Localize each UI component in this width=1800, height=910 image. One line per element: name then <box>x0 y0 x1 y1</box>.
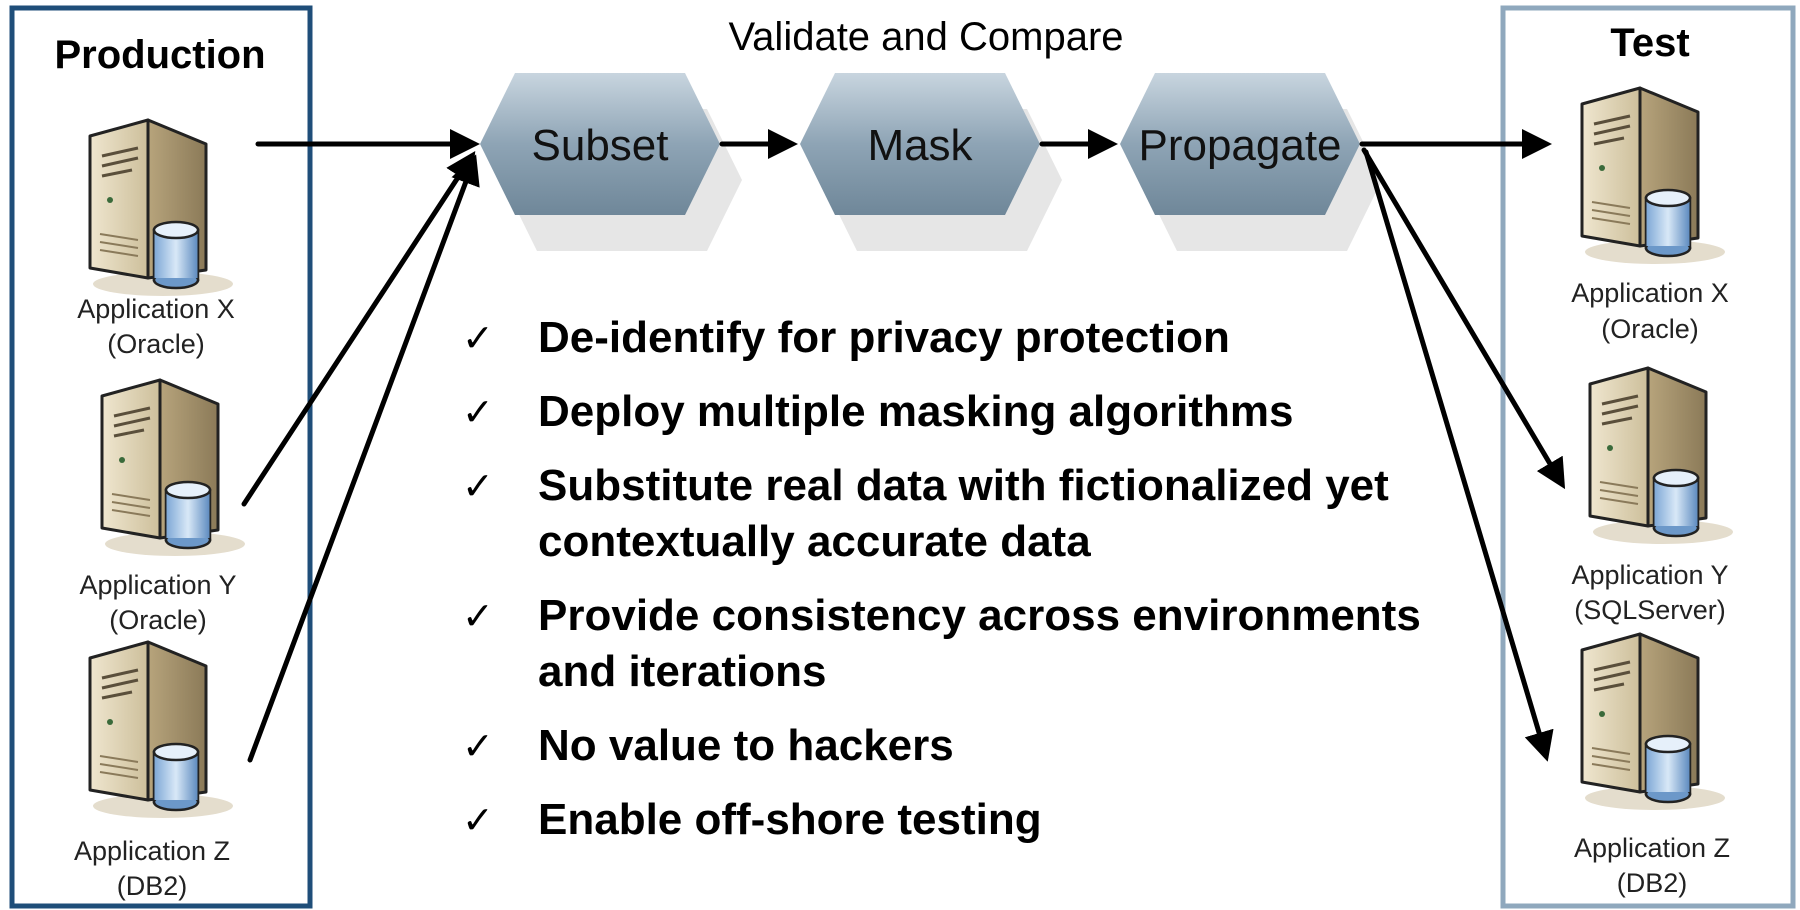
arrow-propagate-to-test-z <box>1363 149 1554 762</box>
benefit-text: Substitute real data with fictionalized … <box>538 461 1389 566</box>
check-icon: ✓ <box>462 316 494 360</box>
benefit-item: ✓ No value to hackers <box>462 718 1422 774</box>
server-db: (Oracle) <box>107 329 205 359</box>
arrow-prod-y-to-subset <box>241 150 476 507</box>
step-label: Subset <box>532 121 669 170</box>
benefit-text: No value to hackers <box>538 721 954 770</box>
benefit-text: Provide consistency across environments … <box>538 591 1421 696</box>
benefit-item: ✓ Deploy multiple masking algorithms <box>462 384 1422 440</box>
production-server-z: Application Z (DB2) <box>74 640 235 901</box>
server-db: (SQLServer) <box>1574 595 1726 625</box>
benefit-text: De-identify for privacy protection <box>538 313 1230 362</box>
step-propagate: Propagate <box>1120 73 1382 251</box>
arrow-prod-z-to-subset <box>247 154 480 763</box>
step-mask: Mask <box>800 73 1062 251</box>
benefit-item: ✓ Substitute real data with fictionalize… <box>462 458 1422 570</box>
benefit-item: ✓ De-identify for privacy protection <box>462 310 1422 366</box>
benefit-item: ✓ Provide consistency across environment… <box>462 588 1422 700</box>
server-db: (Oracle) <box>1601 314 1699 344</box>
server-icon <box>1580 632 1727 812</box>
test-title: Test <box>1610 21 1689 65</box>
test-server-x: Application X (Oracle) <box>1571 86 1729 344</box>
server-db: (DB2) <box>1617 868 1688 898</box>
test-panel <box>1500 5 1796 909</box>
server-db: (Oracle) <box>109 605 207 635</box>
server-icon <box>88 118 235 298</box>
benefit-text: Deploy multiple masking algorithms <box>538 387 1294 436</box>
server-name: Application Y <box>79 570 236 600</box>
check-icon: ✓ <box>462 594 494 638</box>
check-icon: ✓ <box>462 464 494 508</box>
arrow-propagate-to-test-y <box>1361 147 1566 490</box>
test-server-z: Application Z (DB2) <box>1574 632 1730 898</box>
production-server-x: Application X (Oracle) <box>77 118 235 359</box>
server-icon <box>1588 366 1735 546</box>
production-server-y: Application Y (Oracle) <box>79 378 247 635</box>
server-icon <box>100 378 247 558</box>
server-name: Application Z <box>1574 833 1730 863</box>
production-title: Production <box>54 33 265 77</box>
server-icon <box>88 640 235 820</box>
production-panel <box>9 5 313 909</box>
check-icon: ✓ <box>462 390 494 434</box>
step-subset: Subset <box>480 73 742 251</box>
server-db: (DB2) <box>117 871 188 901</box>
server-name: Application X <box>1571 278 1729 308</box>
benefits-list: ✓ De-identify for privacy protection ✓ D… <box>462 310 1422 866</box>
server-name: Application Z <box>74 836 230 866</box>
benefit-item: ✓ Enable off-shore testing <box>462 792 1422 848</box>
step-label: Mask <box>867 121 973 170</box>
step-label: Propagate <box>1138 121 1341 170</box>
check-icon: ✓ <box>462 798 494 842</box>
server-icon <box>1580 86 1727 266</box>
server-name: Application Y <box>1571 560 1728 590</box>
server-name: Application X <box>77 294 235 324</box>
check-icon: ✓ <box>462 724 494 768</box>
benefit-text: Enable off-shore testing <box>538 795 1042 844</box>
flow-title: Validate and Compare <box>728 15 1123 59</box>
test-server-y: Application Y (SQLServer) <box>1571 366 1735 625</box>
